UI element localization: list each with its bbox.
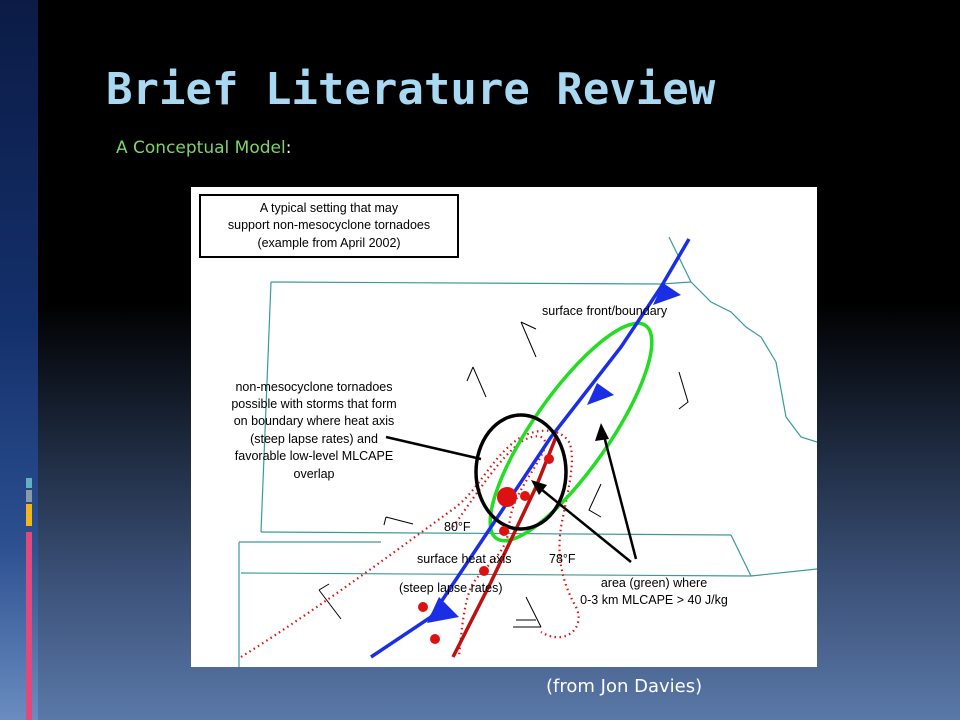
accent-bar-pink [26,532,32,720]
figure-credit: (from Jon Davies) [546,676,703,697]
outer-heat-contour [240,429,580,658]
left-decor-bar [0,0,38,720]
figure-svg: A typical setting that may support non-m… [199,194,817,667]
wind-barb [466,366,487,398]
tornado-note-line: non-mesocyclone tornadoes [235,380,392,394]
boundary-east [775,361,817,443]
tornado-note-line: on boundary where heat axis [234,414,395,428]
wind-barb [513,596,542,628]
red-dot [430,634,440,644]
red-dot [479,566,489,576]
red-dot [418,602,428,612]
tornado-note-line: possible with storms that form [231,397,396,411]
wind-barb [383,516,414,526]
cape-area-ellipse [488,321,654,543]
temp-78-label: 78°F [549,552,576,566]
tornado-note-line: overlap [294,467,335,481]
tornado-note-pointer [385,435,482,461]
arrows [385,431,638,563]
area-line-2: 0-3 km MLCAPE > 40 J/kg [580,593,728,607]
heat-axis-label: surface heat axis [417,552,512,566]
front-label: surface front/boundary [542,304,668,318]
box-line-1: A typical setting that may [260,201,399,215]
accent-bar-teal [26,478,32,488]
boundary-south [240,568,817,577]
temp-80-label: 80°F [444,520,471,534]
cape-arrow-left [535,484,632,563]
red-dot [499,526,509,536]
box-line-2: support non-mesocyclone tornadoes [228,218,430,232]
boundary-central [260,531,732,536]
tornado-note-line: (steep lapse rates) and [250,432,378,446]
inner-heat-contour [452,435,547,658]
accent-bar-yellow [26,504,32,526]
setting-box [199,194,459,258]
wind-barbs [318,321,689,628]
accent-bar-gray [26,490,32,502]
front-triangle [653,283,681,305]
boundary-west-upper [260,281,272,533]
subtitle-colon: : [285,138,292,158]
boundary-southeast [730,534,752,577]
subtitle-text: A Conceptual Model [116,138,286,158]
arrowheads [531,423,609,495]
front-triangles [427,283,681,623]
slide-subtitle: A Conceptual Model: [116,138,291,158]
red-dot [544,454,554,464]
tornado-note-line: favorable low-level MLCAPE [235,449,393,463]
arrowhead [531,480,547,495]
conceptual-model-figure: A typical setting that may support non-m… [191,187,817,667]
front-triangle [587,383,614,405]
cape-arrow-right [601,431,638,560]
wind-barb [678,371,689,410]
box-line-3: (example from April 2002) [257,236,400,250]
boundary-north [270,281,777,363]
wind-barb [520,321,537,358]
wind-barb [588,483,602,518]
tornado-note: non-mesocyclone tornadoes possible with … [231,380,396,481]
area-line-1: area (green) where [601,576,707,590]
state-boundaries [238,236,817,667]
red-dot [520,491,530,501]
front-triangle [427,597,459,623]
boundary-river [668,236,692,283]
overlap-circle [474,413,568,531]
wind-barb [318,583,342,620]
red-dots [418,454,554,644]
heat-contours [240,429,580,658]
red-dot [497,487,517,507]
lapse-rate-label: (steep lapse rates) [399,581,503,595]
slide-title: Brief Literature Review [106,64,716,115]
arrowhead [595,423,609,441]
